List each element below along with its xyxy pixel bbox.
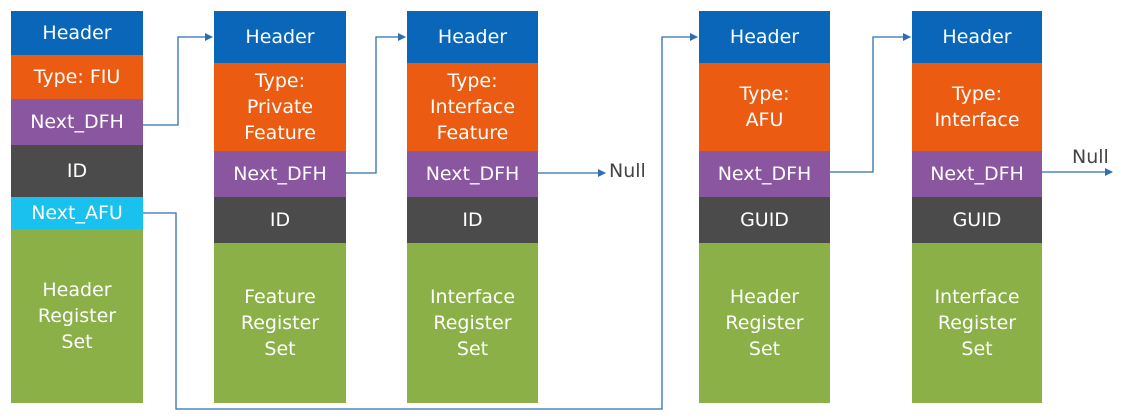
- null-label: Null: [1072, 146, 1109, 168]
- header-block: Header: [214, 11, 346, 63]
- dfh-column-interface: Header Type: Interface Next_DFH GUID Int…: [912, 11, 1042, 403]
- guid-block: GUID: [699, 197, 830, 243]
- dfh-column-interface-feature: Header Type: Interface Feature Next_DFH …: [407, 11, 538, 403]
- register-set-block: Header Register Set: [699, 243, 830, 403]
- type-block: Type: Interface Feature: [407, 63, 538, 151]
- next-dfh-arrow-3: [830, 33, 911, 173]
- id-block: ID: [214, 197, 346, 243]
- type-block: Type: AFU: [699, 63, 830, 151]
- next-dfh-block: Next_DFH: [407, 151, 538, 197]
- type-block: Type: Interface: [912, 63, 1042, 151]
- dfh-column-private-feature: Header Type: Private Feature Next_DFH ID…: [214, 11, 346, 403]
- register-set-block: Interface Register Set: [912, 243, 1042, 403]
- null-label: Null: [609, 160, 646, 182]
- header-block: Header: [912, 11, 1042, 63]
- next-dfh-block: Next_DFH: [699, 151, 830, 197]
- header-block: Header: [407, 11, 538, 63]
- header-block: Header: [11, 11, 143, 55]
- guid-block: GUID: [912, 197, 1042, 243]
- type-block: Type: Private Feature: [214, 63, 346, 151]
- register-set-block: Feature Register Set: [214, 243, 346, 403]
- next-dfh-block: Next_DFH: [912, 151, 1042, 197]
- type-block: Type: FIU: [11, 55, 143, 99]
- dfh-column-afu: Header Type: AFU Next_DFH GUID Header Re…: [699, 11, 830, 403]
- id-block: ID: [407, 197, 538, 243]
- next-dfh-arrow-1: [143, 33, 213, 126]
- next-afu-block: Next_AFU: [11, 197, 143, 229]
- register-set-block: Interface Register Set: [407, 243, 538, 403]
- next-dfh-block: Next_DFH: [11, 99, 143, 145]
- dfh-column-fiu: Header Type: FIU Next_DFH ID Next_AFU He…: [11, 11, 143, 403]
- next-dfh-block: Next_DFH: [214, 151, 346, 197]
- header-block: Header: [699, 11, 830, 63]
- next-dfh-arrow-2: [346, 33, 406, 174]
- register-set-block: Header Register Set: [11, 229, 143, 403]
- next-afu-arrow: [143, 33, 698, 410]
- id-block: ID: [11, 145, 143, 197]
